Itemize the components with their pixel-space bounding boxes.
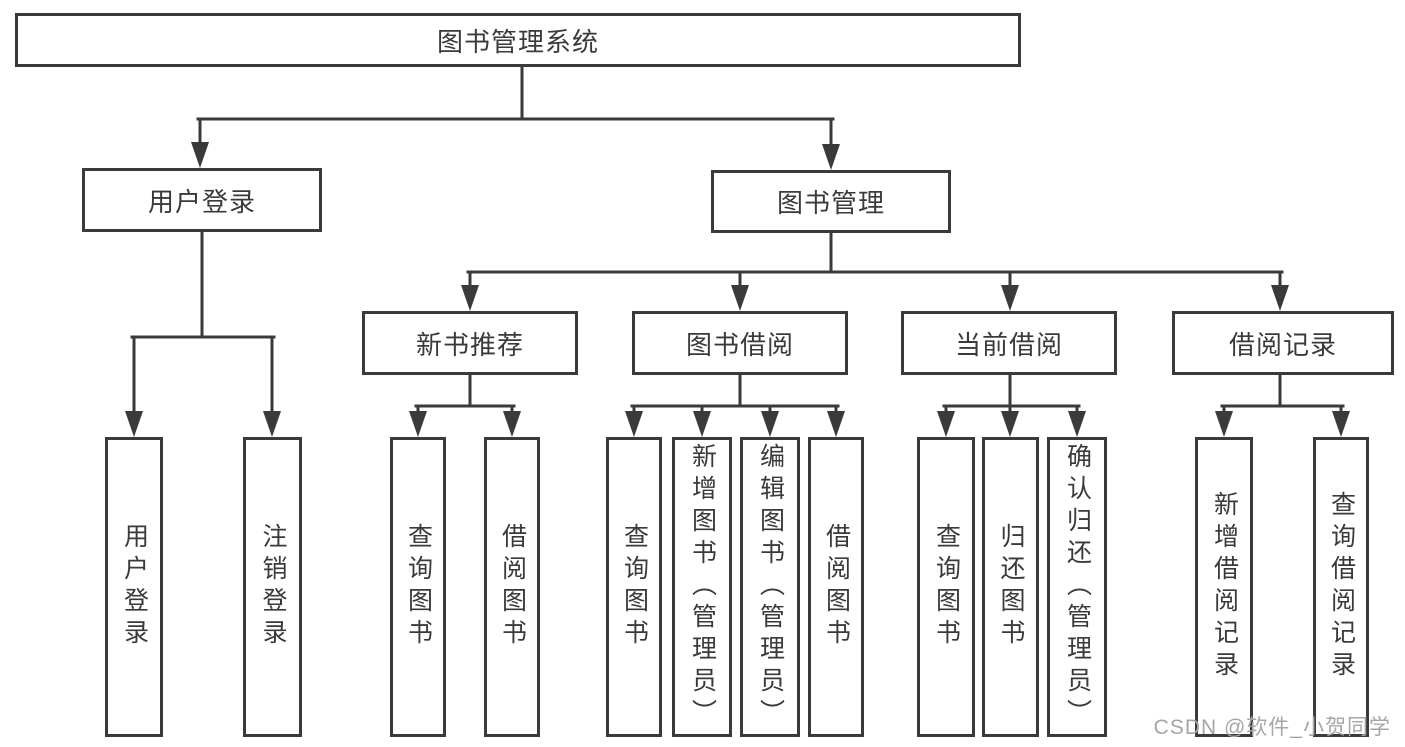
leaf-logout-label: 注销登录	[259, 523, 287, 651]
leaf-add-book-admin: 新增图书（管理员）	[672, 437, 732, 737]
leaf-return-book: 归还图书	[982, 437, 1039, 737]
node-book-management: 图书管理	[711, 170, 951, 233]
leaf-query-book-current: 查询图书	[917, 437, 975, 737]
node-user-login: 用户登录	[82, 168, 322, 232]
leaf-logout: 注销登录	[243, 437, 302, 737]
connector-new-book-recommend-children	[409, 373, 521, 437]
node-user-login-label: 用户登录	[147, 186, 256, 217]
node-book-borrow-label: 图书借阅	[685, 329, 794, 360]
connector-current-borrow-children	[937, 373, 1086, 437]
leaf-query-book-borrow-label: 查询图书	[620, 523, 649, 651]
node-current-borrow: 当前借阅	[901, 311, 1117, 375]
node-borrow-records: 借阅记录	[1172, 311, 1394, 375]
leaf-query-book-recommend: 查询图书	[390, 437, 446, 737]
leaf-query-borrow-record-label: 查询借阅记录	[1327, 491, 1356, 683]
connector-book-management-children	[461, 231, 1289, 311]
node-current-borrow-label: 当前借阅	[954, 329, 1063, 360]
connector-root-to-level2	[191, 65, 840, 170]
leaf-add-borrow-record: 新增借阅记录	[1195, 437, 1253, 737]
connector-borrow-records-children	[1215, 373, 1350, 437]
leaf-add-borrow-record-label: 新增借阅记录	[1210, 491, 1239, 683]
leaf-return-book-label: 归还图书	[997, 523, 1025, 651]
connector-user-login-children	[125, 230, 281, 437]
node-new-book-recommend-label: 新书推荐	[415, 329, 524, 360]
leaf-edit-book-admin-label: 编辑图书（管理员）	[756, 443, 785, 731]
leaf-query-borrow-record: 查询借阅记录	[1313, 437, 1369, 737]
leaf-borrow-book-recommend-label: 借阅图书	[498, 523, 527, 651]
leaf-edit-book-admin: 编辑图书（管理员）	[740, 437, 800, 737]
node-root: 图书管理系统	[15, 13, 1021, 67]
node-book-management-label: 图书管理	[776, 188, 885, 218]
node-borrow-records-label: 借阅记录	[1228, 329, 1337, 360]
node-root-label: 图书管理系统	[436, 26, 599, 57]
leaf-borrow-book: 借阅图书	[808, 437, 864, 737]
leaf-user-login: 用户登录	[105, 437, 163, 737]
node-book-borrow: 图书借阅	[632, 311, 848, 375]
node-new-book-recommend: 新书推荐	[362, 311, 578, 375]
leaf-borrow-book-label: 借阅图书	[822, 523, 851, 651]
leaf-borrow-book-recommend: 借阅图书	[484, 437, 540, 737]
connector-book-borrow-children	[625, 373, 845, 437]
leaf-confirm-return-admin: 确认归还（管理员）	[1047, 437, 1107, 737]
leaf-confirm-return-admin-label: 确认归还（管理员）	[1063, 443, 1092, 731]
leaf-query-book-borrow: 查询图书	[606, 437, 662, 737]
leaf-user-login-label: 用户登录	[120, 523, 149, 651]
leaf-query-book-current-label: 查询图书	[932, 523, 961, 651]
csdn-watermark: CSDN @软件_小贺同学	[1153, 716, 1391, 739]
leaf-add-book-admin-label: 新增图书（管理员）	[688, 443, 717, 731]
leaf-query-book-recommend-label: 查询图书	[404, 523, 433, 651]
